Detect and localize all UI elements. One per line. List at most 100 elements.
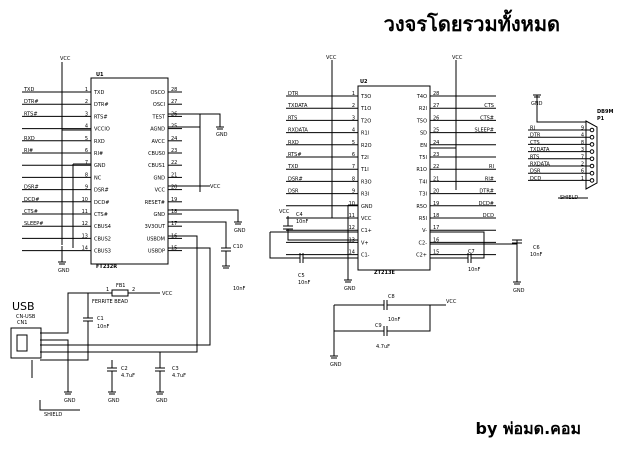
u2-pin-num: 25 (433, 128, 439, 134)
u1-pin-num: 12 (82, 221, 88, 227)
fb1-pin1: 1 (106, 287, 109, 293)
u2-pin-name: EN (420, 143, 427, 149)
u2-pin-name: T5O (416, 118, 427, 124)
u1-pin-num: 4 (85, 124, 88, 130)
u1-pin-num: 5 (85, 136, 88, 142)
u1-pin-num: 1 (85, 87, 88, 93)
u1-gnd-18: GND (234, 228, 246, 234)
usb-section: CN-USB CN1 FB1 FERRITE BEAD 1 2 VCC C1 1… (10, 283, 186, 418)
db9-net-label: DTR (530, 133, 541, 139)
fb1-part: FERRITE BEAD (92, 299, 128, 305)
u2-pin-num: 28 (433, 91, 439, 97)
usb-port-shape (16, 334, 28, 352)
u1-pin-name: NC (94, 175, 102, 181)
u2-body (357, 85, 431, 271)
u1-pin-name: CBUS2 (94, 236, 111, 242)
u2-pin-name: SD (420, 131, 427, 137)
u2-net-label: CTS (484, 103, 494, 109)
u1-net-label: DSR# (24, 185, 39, 191)
u1-pin-name: RI# (94, 151, 103, 157)
u1-pin-num: 28 (171, 87, 177, 93)
u2-pin-name: R2I (419, 106, 427, 112)
u1-pin-num: 17 (171, 221, 177, 227)
u2-gnd-left: GND (344, 286, 356, 292)
u1-right-pins: 28OSCO27OSCI26TEST25AGND24AVCC23CBUS022C… (145, 87, 182, 255)
u2-pin-num: 22 (433, 164, 439, 170)
u1-pin-num: 11 (82, 209, 88, 215)
c2-gnd: GND (108, 398, 120, 404)
db9-net-label: RTS (530, 154, 539, 160)
u2-pin-name: T2I (360, 155, 369, 161)
u2-pin-num: 6 (352, 152, 355, 158)
u2-net-label: RTS (288, 115, 297, 121)
u2-pin-num: 12 (349, 225, 355, 231)
db9-ref: P1 (597, 116, 605, 122)
u2-net-label: DSR# (288, 176, 303, 182)
c8-value: 10nF (388, 317, 401, 323)
db9-pin-contact (589, 134, 595, 140)
u1-ref: U1 (96, 72, 104, 78)
c7-value: 10nF (468, 267, 481, 273)
u1-vcc-label: VCC (60, 56, 71, 62)
usb-shield: SHIELD (44, 412, 62, 418)
u2-pin-name: R2O (361, 143, 372, 149)
u1-net-label: RI# (24, 148, 33, 154)
fb-vcc: VCC (162, 291, 173, 297)
db9-pin-num: 7 (581, 154, 584, 160)
c2-value: 4.7uF (121, 373, 135, 379)
u2-pin-num: 16 (433, 237, 439, 243)
u2-pin-num: 3 (352, 115, 355, 121)
u1-pin-name: VCC (155, 188, 166, 194)
u1-pin-name: DSR# (94, 188, 109, 194)
u2-pin-num: 11 (349, 213, 355, 219)
db9-net-label: CTS (530, 140, 540, 146)
db9-pin-contact (589, 178, 595, 183)
c6-ref: C6 (533, 245, 540, 251)
fb1-ref: FB1 (116, 283, 126, 289)
u1-body (90, 77, 169, 265)
u1-pin-name: OSCO (150, 90, 165, 96)
u1-pin-num: 15 (171, 246, 177, 252)
u2-pin-num: 8 (352, 176, 355, 182)
u2-net-label: RTS# (288, 152, 302, 158)
u1-pin-name: TXD (93, 90, 104, 96)
u1-part: FT232R (96, 264, 117, 270)
u2-net-label: SLEEP# (475, 128, 494, 134)
u2-pin-name: T3O (360, 94, 371, 100)
fb1-pin2: 2 (132, 287, 135, 293)
c8-ref: C8 (388, 294, 395, 300)
u2-pin-num: 24 (433, 140, 439, 146)
c1-value: 10nF (97, 324, 110, 330)
u1-pin-name: DTR# (94, 102, 109, 108)
u2-pin-name: C1- (361, 253, 370, 259)
u2-pin-name: R1O (416, 167, 427, 173)
u1-net-label: DTR# (24, 99, 39, 105)
u1-pin-name: USBDP (148, 249, 165, 255)
u2-pin-name: R1I (361, 131, 369, 137)
u2-pin-num: 7 (352, 164, 355, 170)
c6-value: 10nF (530, 252, 543, 258)
c10-value: 10nF (233, 286, 246, 292)
c4-ref: C4 (296, 212, 303, 218)
c4-value: 10nF (296, 219, 309, 225)
u2-pin-num: 26 (433, 115, 439, 121)
u2-net-label: RI# (485, 176, 494, 182)
u2-pin-num: 17 (433, 225, 439, 231)
u2-pin-name: T1I (360, 167, 369, 173)
u2-pin-num: 4 (352, 128, 355, 134)
c3-value: 4.7uF (172, 373, 186, 379)
c5-ref: C5 (298, 273, 305, 279)
u2-net-label: DTR (288, 91, 299, 97)
db9-pin-num: 4 (581, 133, 584, 139)
u1-pin-name: CTS# (94, 212, 108, 218)
u2-ref: U2 (360, 79, 368, 85)
u1-pin-name: RESET# (145, 200, 165, 206)
db9-part: DB9M (597, 109, 613, 115)
u1-pin-num: 13 (82, 233, 88, 239)
